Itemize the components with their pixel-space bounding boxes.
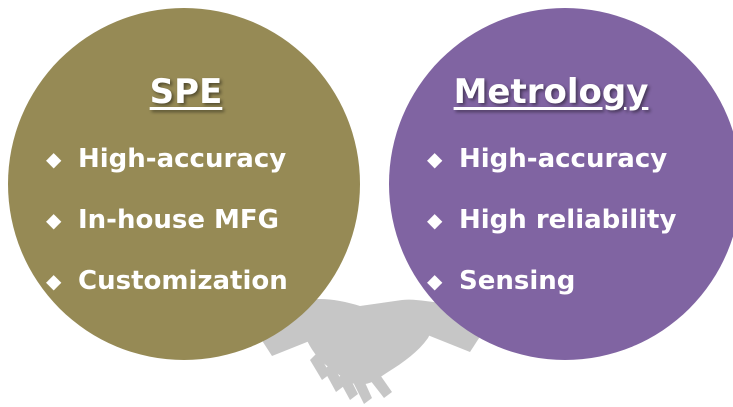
feature-label: In-house MFG bbox=[78, 204, 279, 235]
feature-label: High-accuracy bbox=[459, 143, 668, 174]
feature-label: Customization bbox=[78, 265, 288, 296]
diamond-icon: ◆ bbox=[427, 268, 443, 293]
list-item: ◆ High reliability bbox=[427, 189, 676, 250]
diamond-icon: ◆ bbox=[46, 268, 62, 293]
diamond-icon: ◆ bbox=[427, 207, 443, 232]
spe-circle: SPE ◆ High-accuracy ◆ In-house MFG ◆ Cus… bbox=[8, 8, 360, 360]
spe-feature-list: ◆ High-accuracy ◆ In-house MFG ◆ Customi… bbox=[46, 128, 288, 311]
spe-title: SPE bbox=[149, 72, 223, 112]
list-item: ◆ Sensing bbox=[427, 250, 676, 311]
list-item: ◆ High-accuracy bbox=[46, 128, 288, 189]
diamond-icon: ◆ bbox=[427, 146, 443, 171]
list-item: ◆ In-house MFG bbox=[46, 189, 288, 250]
diamond-icon: ◆ bbox=[46, 146, 62, 171]
list-item: ◆ Customization bbox=[46, 250, 288, 311]
feature-label: High reliability bbox=[459, 204, 677, 235]
metrology-circle: Metrology ◆ High-accuracy ◆ High reliabi… bbox=[389, 8, 733, 360]
feature-label: High-accuracy bbox=[78, 143, 287, 174]
diamond-icon: ◆ bbox=[46, 207, 62, 232]
metrology-title: Metrology bbox=[453, 72, 649, 112]
list-item: ◆ High-accuracy bbox=[427, 128, 676, 189]
metrology-feature-list: ◆ High-accuracy ◆ High reliability ◆ Sen… bbox=[427, 128, 676, 311]
feature-label: Sensing bbox=[459, 265, 576, 296]
